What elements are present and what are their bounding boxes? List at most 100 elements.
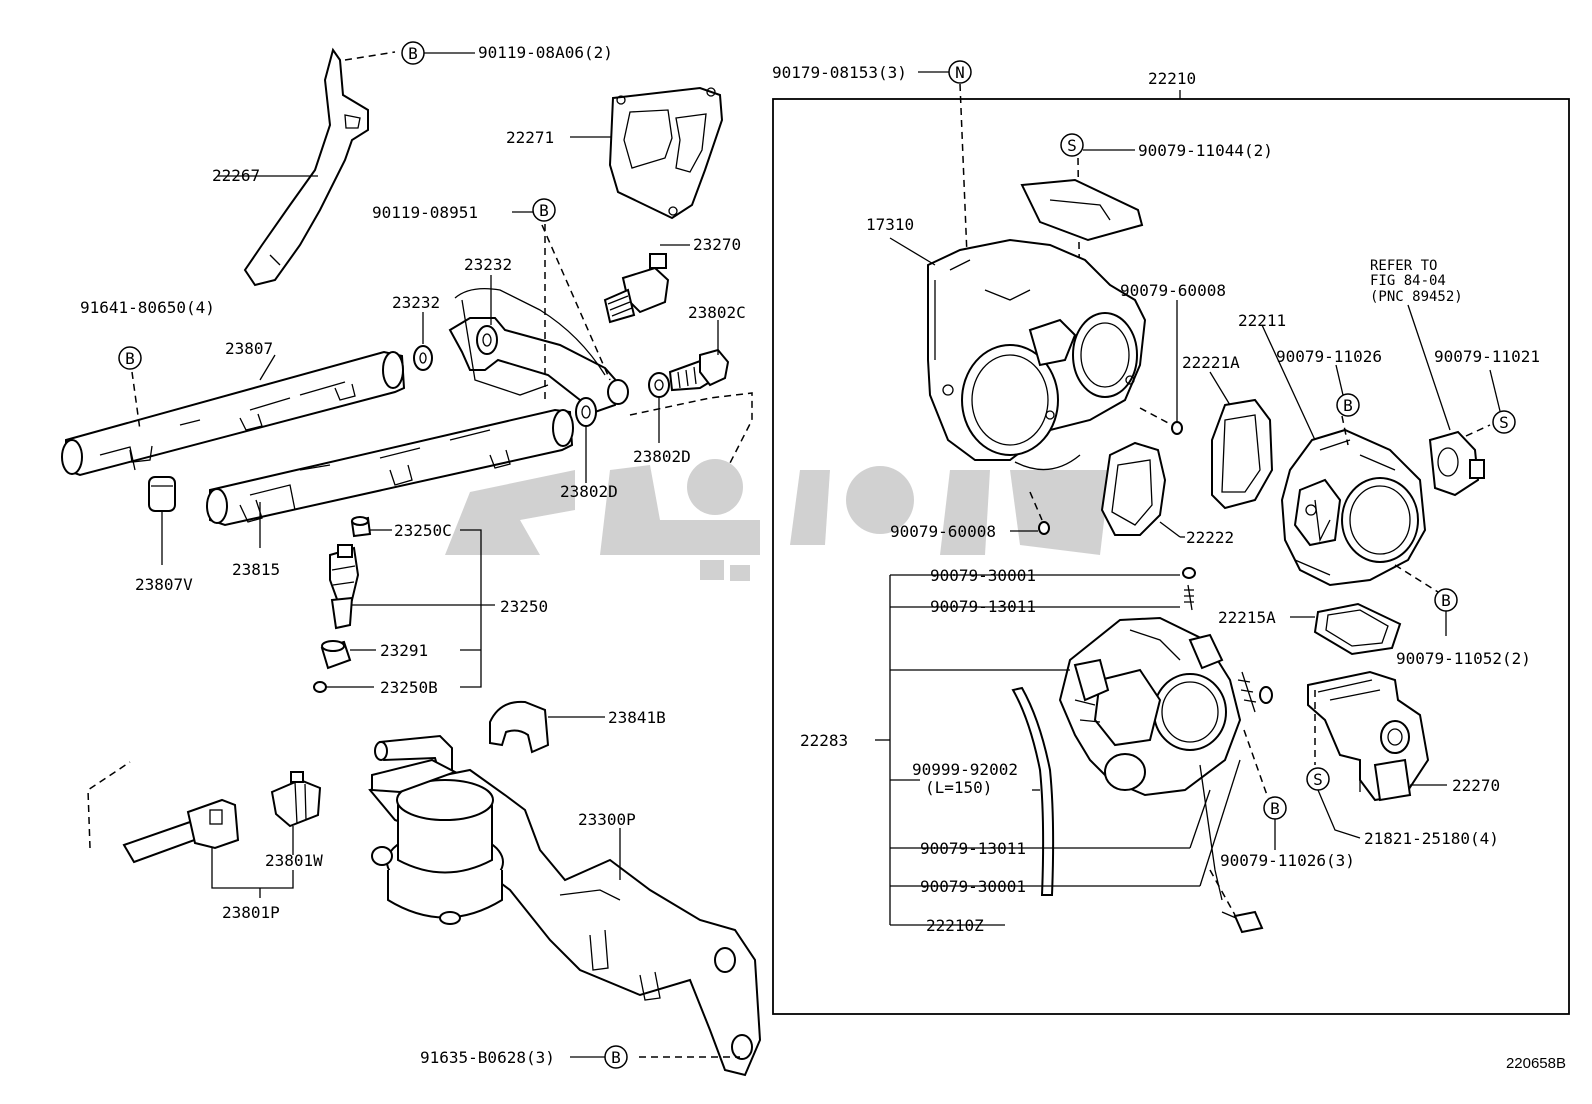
label-23291: 23291	[380, 641, 428, 660]
marker-B-1: B	[401, 41, 425, 65]
marker-B-4: B	[604, 1045, 628, 1069]
label-90179-08153: 90179-08153(3)	[772, 63, 907, 82]
label-23250: 23250	[500, 597, 548, 616]
injector-seal-23250C	[350, 516, 372, 538]
label-23807: 23807	[225, 339, 273, 358]
sensor-22210Z	[1221, 910, 1264, 934]
fuel-rail-23807	[61, 350, 406, 477]
part-labels: 90119-08A06(2) 22267 22271 90119-08951 2…	[80, 43, 1540, 1067]
label-23270: 23270	[693, 235, 741, 254]
gasket-23802D-a	[575, 397, 597, 427]
label-90999-92002: 90999-92002	[912, 760, 1018, 779]
label-refer-to: REFER TO	[1370, 258, 1437, 274]
label-91635-B0628: 91635-B0628(3)	[420, 1048, 555, 1067]
fuel-injector-23250	[329, 544, 360, 630]
label-23250B: 23250B	[380, 678, 438, 697]
svg-text:B: B	[1441, 591, 1451, 610]
label-22270: 22270	[1452, 776, 1500, 795]
label-90079-13011-b: 90079-13011	[920, 839, 1026, 858]
throttle-body-22210-lower	[1058, 616, 1242, 797]
gasket-22271	[608, 86, 724, 220]
svg-text:B: B	[1343, 396, 1353, 415]
washer-23232-a	[413, 345, 433, 371]
insulator-23291	[320, 640, 352, 670]
label-90079-30001-b: 90079-30001	[920, 877, 1026, 896]
bracket-22267	[243, 47, 369, 287]
svg-text:S: S	[1313, 770, 1323, 789]
label-23232-b: 23232	[392, 293, 440, 312]
label-22267: 22267	[212, 166, 260, 185]
label-90079-60008-a: 90079-60008	[1120, 281, 1226, 300]
figure-code: 220658B	[1506, 1055, 1566, 1072]
label-90079-60008-b: 90079-60008	[890, 522, 996, 541]
label-refer-fig: FIG 84-04	[1370, 273, 1446, 289]
marker-S-3: S	[1306, 767, 1330, 791]
marker-N: N	[948, 60, 972, 84]
svg-text:B: B	[539, 201, 549, 220]
assembly-22210-frame	[772, 98, 1570, 1015]
label-23801W: 23801W	[265, 851, 323, 870]
marker-B-7: B	[1263, 796, 1287, 820]
throttle-body-22211	[1280, 428, 1427, 587]
connector-23801W	[270, 771, 322, 828]
label-23300P: 23300P	[578, 810, 636, 829]
marker-S-2: S	[1492, 410, 1516, 434]
svg-text:B: B	[1270, 799, 1280, 818]
svg-text:B: B	[125, 349, 135, 368]
label-23802C: 23802C	[688, 303, 746, 322]
pressure-sensor-23270	[603, 253, 670, 324]
svg-text:S: S	[1499, 413, 1509, 432]
label-90079-13011-a: 90079-13011	[930, 597, 1036, 616]
label-22221A: 22221A	[1182, 353, 1240, 372]
label-90079-11021: 90079-11021	[1434, 347, 1540, 366]
label-22271: 22271	[506, 128, 554, 147]
marker-B-3: B	[118, 346, 142, 370]
label-90119-08951: 90119-08951	[372, 203, 478, 222]
label-22222: 22222	[1186, 528, 1234, 547]
label-91641-80650: 91641-80650(4)	[80, 298, 215, 317]
o-ring-90079-60008-b	[1038, 521, 1050, 535]
label-23232-a: 23232	[464, 255, 512, 274]
marker-B-5: B	[1336, 393, 1360, 417]
label-22210: 22210	[1148, 69, 1196, 88]
hose-23801P	[122, 798, 240, 864]
o-ring-23250B	[313, 681, 327, 693]
gasket-22221A	[1211, 398, 1274, 510]
gasket-22222	[1100, 441, 1167, 536]
fuel-filter-23300P	[368, 734, 762, 1077]
fuel-pipe-assembly	[448, 317, 622, 414]
label-22215A: 22215A	[1218, 608, 1276, 627]
label-23801P: 23801P	[222, 903, 280, 922]
union-bolt-23802C	[668, 348, 730, 392]
watermark-logo	[445, 459, 1110, 581]
label-23815: 23815	[232, 560, 280, 579]
cover-plate	[1020, 178, 1144, 242]
label-17310: 17310	[866, 215, 914, 234]
label-90079-11026: 90079-11026	[1276, 347, 1382, 366]
label-22211: 22211	[1238, 311, 1286, 330]
spring-90079-13011	[1187, 584, 1193, 611]
label-90079-11044: 90079-11044(2)	[1138, 141, 1273, 160]
intake-plenum-17310	[927, 238, 1147, 471]
label-23807V: 23807V	[135, 575, 193, 594]
clamp-23841B	[489, 700, 550, 754]
label-23802D-a: 23802D	[560, 482, 618, 501]
label-23841B: 23841B	[608, 708, 666, 727]
svg-text:S: S	[1067, 136, 1077, 155]
label-22210Z: 22210Z	[926, 916, 984, 935]
throttle-position-sensor-89452	[1428, 430, 1485, 497]
gasket-22215A	[1313, 602, 1402, 656]
hose-90999-92002	[1011, 686, 1055, 896]
svg-text:N: N	[955, 63, 965, 82]
label-21821-25180: 21821-25180(4)	[1364, 829, 1499, 848]
marker-S-1: S	[1060, 133, 1084, 157]
o-ring-90079-60008-a	[1171, 421, 1183, 435]
label-L150: (L=150)	[925, 778, 992, 797]
svg-text:B: B	[611, 1048, 621, 1067]
label-23802D-b: 23802D	[633, 447, 691, 466]
label-90079-11052: 90079-11052(2)	[1396, 649, 1531, 668]
fuel-rail-23815	[206, 408, 574, 527]
label-90079-30001-a: 90079-30001	[930, 566, 1036, 585]
